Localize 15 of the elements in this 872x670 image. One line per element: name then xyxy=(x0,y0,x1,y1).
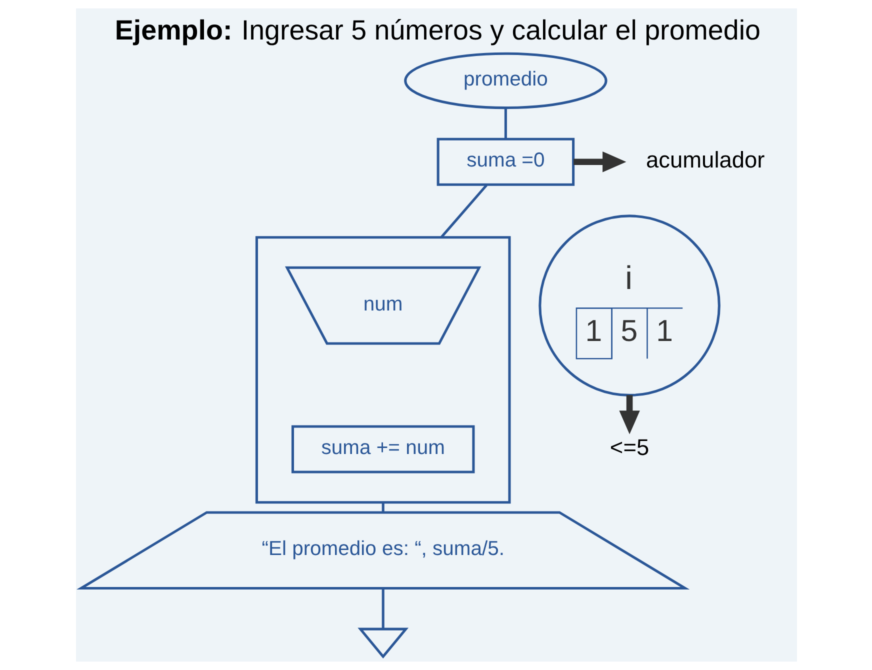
node-ellipse: promedio xyxy=(404,52,607,110)
connector xyxy=(440,184,487,238)
node-text: <=5 xyxy=(609,434,649,460)
arrow xyxy=(573,152,626,172)
cluster xyxy=(254,236,510,504)
diagram-title: Ejemplo: Ingresar 5 números y calcular el promedio xyxy=(114,14,760,46)
connector xyxy=(381,588,384,630)
arrow xyxy=(618,395,640,434)
node-box: suma += num xyxy=(290,425,474,474)
node-triangle xyxy=(357,628,408,659)
node-text: acumulador xyxy=(645,146,764,172)
connector xyxy=(504,108,506,139)
node-circle: i 1 5 1 xyxy=(538,214,720,396)
connector xyxy=(381,502,384,512)
node-box: suma =0 xyxy=(436,138,574,186)
